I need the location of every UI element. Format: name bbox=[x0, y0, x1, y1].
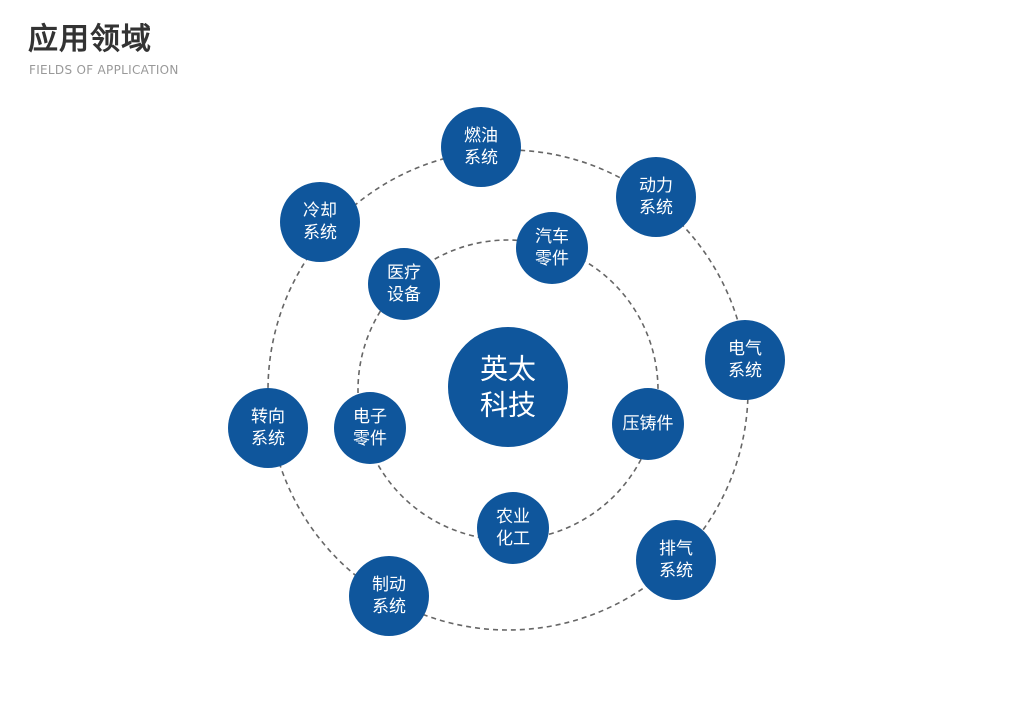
node-fuel-system-label: 燃油 bbox=[464, 126, 498, 146]
node-cooling-system-label: 冷却 bbox=[303, 201, 337, 221]
node-steering-system-label: 系统 bbox=[251, 429, 285, 449]
node-auto-parts-label: 零件 bbox=[535, 249, 569, 269]
node-fuel-system-label: 系统 bbox=[464, 148, 498, 168]
node-die-casting-circle bbox=[612, 388, 684, 460]
node-die-casting-label: 压铸件 bbox=[623, 414, 674, 434]
node-auto-parts-label: 汽车 bbox=[535, 227, 569, 247]
node-electrical-system-circle bbox=[705, 320, 785, 400]
node-exhaust-system-circle bbox=[636, 520, 716, 600]
node-medical-equipment-circle bbox=[368, 248, 440, 320]
node-electronic-parts-circle bbox=[334, 392, 406, 464]
node-medical-equipment-label: 医疗 bbox=[387, 263, 421, 283]
node-power-system-label: 动力 bbox=[639, 176, 673, 196]
node-agri-chem-label: 化工 bbox=[496, 529, 530, 549]
page-subtitle: FIELDS OF APPLICATION bbox=[29, 63, 179, 77]
node-power-system-circle bbox=[616, 157, 696, 237]
node-steering-system-label: 转向 bbox=[251, 407, 285, 427]
node-center-label: 英太 bbox=[480, 352, 536, 385]
page-title: 应用领域 bbox=[28, 22, 152, 57]
node-center-circle bbox=[448, 327, 568, 447]
node-power-system-label: 系统 bbox=[639, 198, 673, 218]
node-center-label: 科技 bbox=[480, 389, 536, 422]
node-auto-parts-circle bbox=[516, 212, 588, 284]
node-steering-system-circle bbox=[228, 388, 308, 468]
node-electronic-parts-label: 零件 bbox=[353, 429, 387, 449]
node-medical-equipment-label: 设备 bbox=[387, 285, 421, 305]
node-fuel-system-circle bbox=[441, 107, 521, 187]
node-electrical-system-label: 电气 bbox=[728, 339, 762, 359]
node-agri-chem-circle bbox=[477, 492, 549, 564]
node-die-casting: 压铸件 bbox=[612, 388, 684, 460]
node-brake-system-label: 系统 bbox=[372, 597, 406, 617]
node-brake-system-label: 制动 bbox=[372, 575, 406, 595]
node-electronic-parts-label: 电子 bbox=[353, 407, 387, 427]
node-brake-system-circle bbox=[349, 556, 429, 636]
node-layer: 燃油系统动力系统电气系统排气系统制动系统转向系统冷却系统汽车零件压铸件农业化工电… bbox=[228, 107, 785, 636]
node-exhaust-system-label: 排气 bbox=[659, 539, 693, 559]
node-exhaust-system-label: 系统 bbox=[659, 561, 693, 581]
node-cooling-system-label: 系统 bbox=[303, 223, 337, 243]
node-cooling-system-circle bbox=[280, 182, 360, 262]
node-agri-chem-label: 农业 bbox=[496, 507, 530, 527]
node-electrical-system-label: 系统 bbox=[728, 361, 762, 381]
